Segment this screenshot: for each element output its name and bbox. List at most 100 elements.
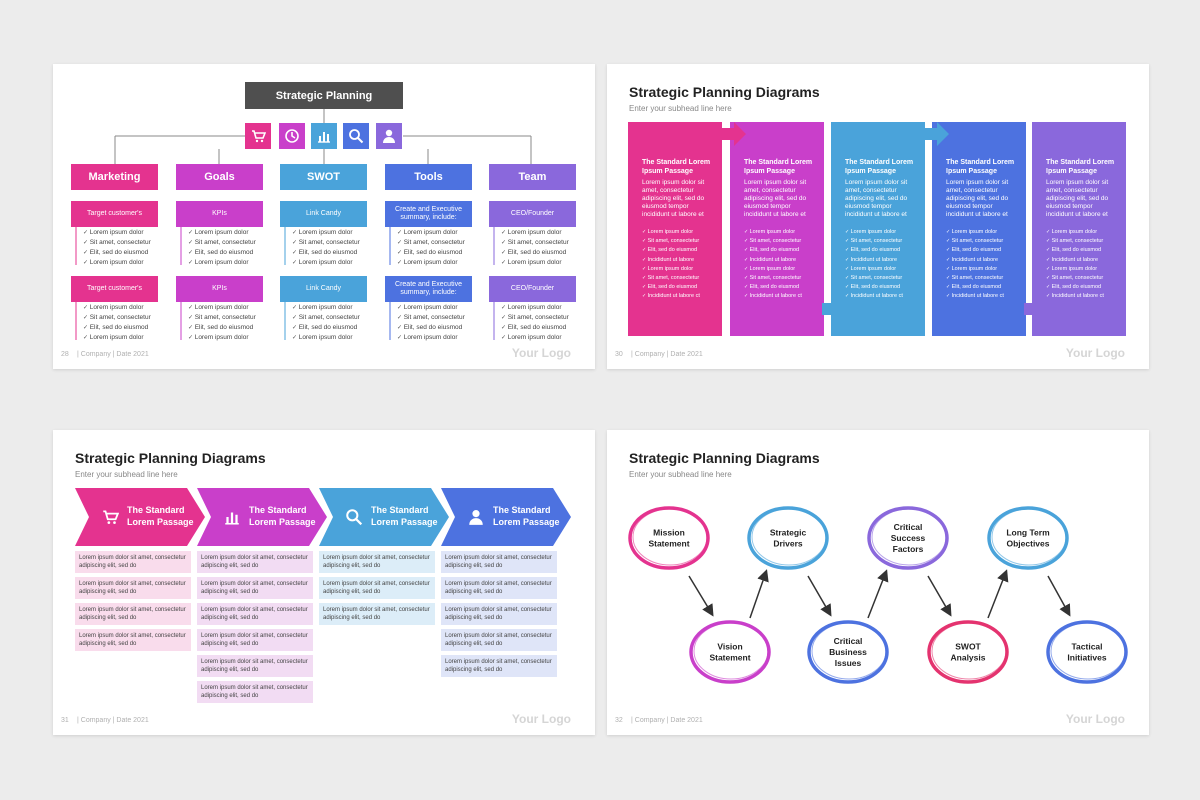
category-tools[interactable]: Tools <box>385 164 472 190</box>
check-list-item: Sit amet, consectetur <box>188 313 278 323</box>
text-cell: Lorem ipsum dolor sit amet, consectetur a… <box>319 603 435 625</box>
check-list-item: Lorem ipsum dolor <box>501 228 591 238</box>
slide-title: Strategic Planning Diagrams <box>629 84 820 100</box>
node-label: Issues <box>835 658 862 668</box>
column-text: Lorem ipsum dolor sit amet, consectetur … <box>744 179 807 218</box>
column-title: The Standard Lorem Ipsum Passage <box>744 159 813 175</box>
check-list-item: Elit, sed do eiusmod <box>397 323 487 333</box>
column-list-item: Incididunt ut labore ct <box>744 292 816 301</box>
check-list-item: Lorem ipsum dolor <box>83 303 173 313</box>
node-label: Statement <box>648 539 689 549</box>
column-list-item: Incididunt ut labore ct <box>1046 292 1118 301</box>
flow-arrow <box>749 569 769 619</box>
node-ellipse <box>628 506 710 570</box>
column-list: Lorem ipsum dolorSit amet, consecteturEl… <box>946 228 1018 302</box>
node-label: Success <box>891 533 926 543</box>
check-list-item: Elit, sed do eiusmod <box>292 323 382 333</box>
node-ellipse <box>1046 620 1128 684</box>
cell-line: adipiscing elit, sed do <box>323 615 381 621</box>
node-label: Business <box>829 647 867 657</box>
page-number: 31 <box>61 717 69 724</box>
cell-line: adipiscing elit, sed do <box>445 563 503 569</box>
check-list-item: Lorem ipsum dolor <box>188 258 278 268</box>
sub-box-label: Target customer's <box>86 285 143 292</box>
sub-box-label: CEO/Founder <box>510 210 555 217</box>
category-label: Marketing <box>88 171 141 183</box>
slide-ellipse-flow[interactable]: Strategic Planning Diagrams Enter your s… <box>607 430 1149 735</box>
bar-chart-icon <box>311 123 337 149</box>
check-list-item: Elit, sed do eiusmod <box>501 248 591 258</box>
cell-line: Lorem ipsum dolor sit amet, consectetur <box>79 581 186 587</box>
category-sub-box: KPIs <box>176 201 263 227</box>
cell-line: Lorem ipsum dolor sit amet, consectetur <box>79 555 186 561</box>
column-list-item: Incididunt ut labore <box>642 256 714 265</box>
column-title: The Standard Lorem Ipsum Passage <box>946 159 1015 175</box>
slide-subtitle: Enter your subhead line here <box>75 470 178 479</box>
cell-line: adipiscing elit, sed do <box>79 589 137 595</box>
check-list-item: Elit, sed do eiusmod <box>292 248 382 258</box>
check-list: Lorem ipsum dolorSit amet, consecteturEl… <box>83 303 173 343</box>
check-list-item: Sit amet, consectetur <box>188 238 278 248</box>
chevron-label-line: Lorem Passage <box>249 517 316 527</box>
column-list-item: Incididunt ut labore <box>946 256 1018 265</box>
connector-lines <box>75 109 532 340</box>
check-list-item: Lorem ipsum dolor <box>83 333 173 343</box>
check-list-item: Elit, sed do eiusmod <box>188 248 278 258</box>
column-list-item: Lorem ipsum dolor <box>642 265 714 274</box>
node-label: Vision <box>717 642 742 652</box>
check-list: Lorem ipsum dolorSit amet, consecteturEl… <box>397 228 487 268</box>
logo: Your Logo <box>511 346 571 360</box>
check-list-item: Elit, sed do eiusmod <box>501 323 591 333</box>
flow-arrow <box>807 575 832 617</box>
check-list-item: Lorem ipsum dolor <box>397 333 487 343</box>
column-list-item: Incididunt ut labore <box>845 256 917 265</box>
column-text: Lorem ipsum dolor sit amet, consectetur … <box>845 179 908 218</box>
clock-icon <box>279 123 305 149</box>
cell-line: adipiscing elit, sed do <box>323 563 381 569</box>
cell-line: Lorem ipsum dolor sit amet, consectetur <box>445 607 552 613</box>
sub-box-label: Link Candy <box>305 285 342 292</box>
sub-box-label: CEO/Founder <box>510 285 555 292</box>
cell-line: Lorem ipsum dolor sit amet, consectetur <box>323 607 430 613</box>
cell-line: Lorem ipsum dolor sit amet, consectetur <box>201 607 308 613</box>
check-list-item: Lorem ipsum dolor <box>188 228 278 238</box>
node-ellipse-inner <box>751 508 827 566</box>
cell-line: Lorem ipsum dolor sit amet, consectetur <box>445 555 552 561</box>
cell-line: adipiscing elit, sed do <box>445 667 503 673</box>
footer-company: | Company | Date 2021 <box>77 717 149 724</box>
chevron-label-line: Lorem Passage <box>371 517 438 527</box>
category-team[interactable]: Team <box>489 164 576 190</box>
category-swot[interactable]: SWOT <box>280 164 367 190</box>
slide-column-diagram[interactable]: Strategic Planning Diagrams Enter your s… <box>607 64 1149 369</box>
category-sub-box: CEO/Founder <box>489 276 576 302</box>
footer-company: | Company | Date 2021 <box>631 717 703 724</box>
slide-chevron-diagram[interactable]: Strategic Planning Diagrams Enter your s… <box>53 430 595 735</box>
check-list-item: Lorem ipsum dolor <box>188 333 278 343</box>
column-list-item: Elit, sed do eiusmod <box>744 246 816 255</box>
node-label: Initiatives <box>1067 653 1106 663</box>
node-label: Strategic <box>770 528 807 538</box>
column-list-item: Incididunt ut labore ct <box>642 292 714 301</box>
category-sub-box: KPIs <box>176 276 263 302</box>
category-marketing[interactable]: Marketing <box>71 164 158 190</box>
footer-company: | Company | Date 2021 <box>631 351 703 358</box>
column-title: The Standard Lorem Ipsum Passage <box>845 159 914 175</box>
cell-line: Lorem ipsum dolor sit amet, consectetur <box>201 581 308 587</box>
category-goals[interactable]: Goals <box>176 164 263 190</box>
check-list-item: Elit, sed do eiusmod <box>83 248 173 258</box>
node-ellipse <box>867 506 949 570</box>
